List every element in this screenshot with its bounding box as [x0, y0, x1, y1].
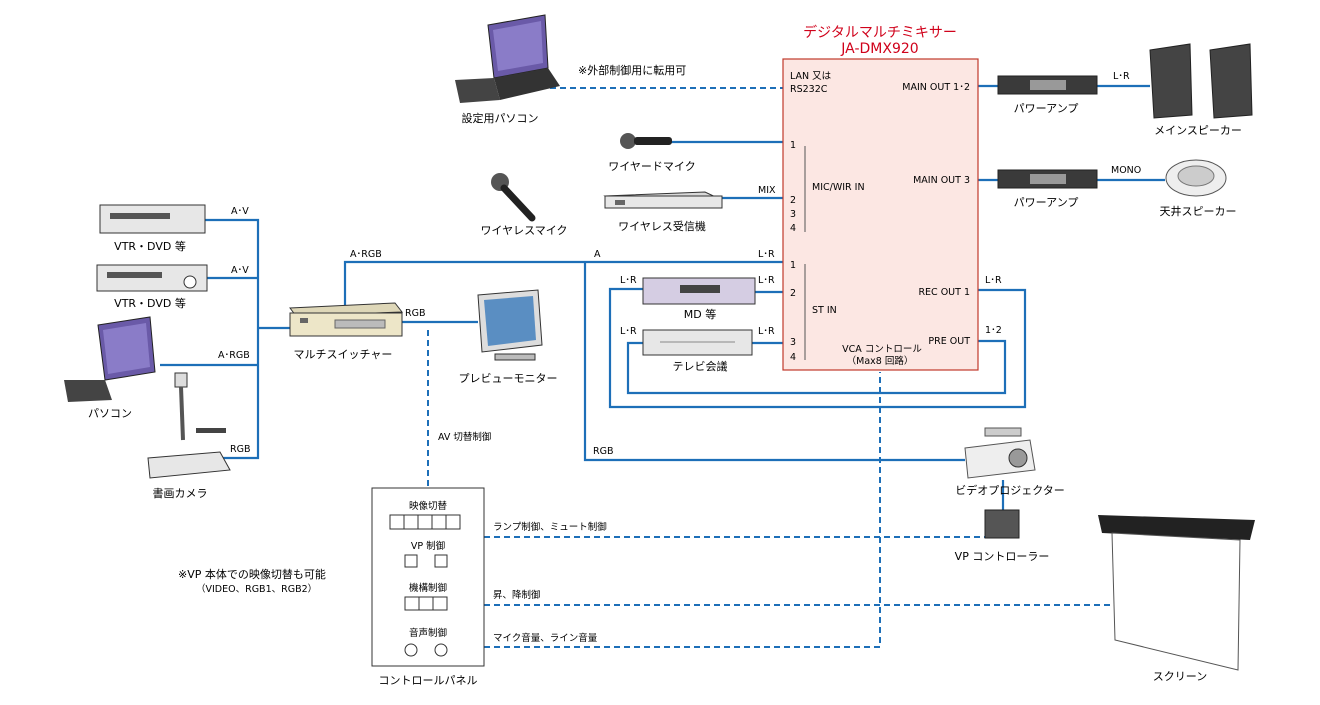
ceiling-speaker-icon: 天井スピーカー [1160, 159, 1237, 218]
st-ch3: 3 [790, 337, 796, 348]
mixer-box [782, 58, 979, 371]
mic-ch4: 4 [790, 223, 796, 234]
label-rgb-cam: RGB [230, 444, 250, 455]
label-screen: スクリーン [1153, 670, 1207, 683]
mixer-mic-in: MIC/WIR IN [812, 182, 865, 193]
label-projector: ビデオプロジェクター [955, 483, 1065, 497]
signal-wires [160, 84, 1165, 510]
mixer-main-out-3: MAIN OUT 3 [913, 175, 970, 186]
label-vp-ctrl: VP コントローラー [955, 550, 1050, 563]
mixer-lan-port-1: LAN 又は [790, 71, 832, 82]
mixer-vca-sub: （Max8 回路） [847, 355, 914, 367]
label-lr-main: L･R [1113, 71, 1130, 82]
label-lift: 昇、降制御 [493, 589, 541, 601]
label-lamp: ランプ制御、ミュート制御 [493, 521, 607, 533]
label-main-spk: メインスピーカー [1154, 124, 1242, 137]
vtr-2-icon: VTR・DVD 等 [96, 264, 208, 310]
label-control-panel: コントロールパネル [379, 674, 478, 687]
label-av-ctrl: AV 切替制御 [438, 431, 491, 443]
control-lines [427, 87, 1112, 648]
mic-ch1: 1 [790, 140, 796, 151]
label-md: MD 等 [684, 307, 716, 321]
panel-video-sw: 映像切替 [409, 500, 448, 512]
mixer-main-out-12: MAIN OUT 1･2 [902, 82, 970, 93]
mixer: デジタルマルチミキサー JA-DMX920 LAN 又は RS232C MAIN… [782, 24, 979, 371]
ext-ctrl-note: ※外部制御用に転用可 [578, 63, 686, 77]
label-a: A [594, 249, 601, 260]
vp-controller-icon: VP コントローラー [955, 509, 1050, 563]
vtr-1-icon: VTR・DVD 等 [99, 204, 206, 253]
label-pc-setup: 設定用パソコン [462, 111, 539, 125]
label-lr-tv-r: L･R [758, 326, 775, 337]
label-lr-st1: L･R [758, 249, 775, 260]
wired-mic-icon: ワイヤードマイク [608, 133, 696, 173]
mixer-st-in: ST IN [812, 305, 837, 316]
label-mix: MIX [758, 185, 776, 196]
label-doc-cam: 書画カメラ [153, 486, 208, 500]
label-argb-pc: A･RGB [218, 350, 250, 361]
tv-conference-icon: テレビ会議 [642, 329, 753, 373]
label-amp-1: パワーアンプ [1014, 102, 1079, 115]
panel-mech-ctrl: 機構制御 [409, 582, 447, 594]
label-lr-tv-l: L･R [620, 326, 637, 337]
label-pc: パソコン [88, 407, 132, 420]
control-panel: 映像切替 VP 制御 機構制御 音声制御 コントロールパネル [371, 487, 485, 687]
vp-note-sub: （VIDEO、RGB1、RGB2） [196, 583, 317, 595]
mic-ch2: 2 [790, 195, 796, 206]
wireless-mic-icon: ワイヤレスマイク [480, 173, 568, 237]
power-amp-2-icon: パワーアンプ [997, 169, 1098, 209]
mixer-model: JA-DMX920 [840, 41, 918, 57]
label-av-2: A･V [231, 265, 249, 276]
mixer-pre-out: PRE OUT [928, 336, 970, 347]
label-wireless-mic: ワイヤレスマイク [480, 224, 567, 237]
label-lr-rec: L･R [985, 275, 1002, 286]
label-lr-md-l: L･R [620, 275, 637, 286]
multi-switcher-icon: マルチスイッチャー [289, 302, 403, 361]
setup-laptop-icon: 設定用パソコン [455, 14, 560, 125]
panel-audio-ctrl: 音声制御 [409, 627, 447, 639]
panel-vp-ctrl: VP 制御 [411, 540, 445, 552]
screen-icon: スクリーン [1098, 515, 1255, 683]
st-ch1: 1 [790, 260, 796, 271]
label-volume: マイク音量、ライン音量 [493, 632, 598, 644]
preview-monitor-icon: プレビューモニター [459, 289, 558, 385]
label-lr-md-r: L･R [758, 275, 775, 286]
projector-icon: ビデオプロジェクター [955, 427, 1065, 497]
label-vtr-2: VTR・DVD 等 [114, 296, 186, 310]
st-ch2: 2 [790, 288, 796, 299]
signal-labels: ※外部制御用に転用可 MIX A･V A･V A･RGB RGB A･RGB R… [218, 63, 1141, 644]
label-switcher: マルチスイッチャー [294, 348, 393, 361]
label-preview: プレビューモニター [459, 372, 558, 385]
label-amp-2: パワーアンプ [1014, 196, 1079, 209]
mixer-title: デジタルマルチミキサー [803, 24, 957, 41]
label-wired-mic: ワイヤードマイク [608, 160, 695, 173]
vp-note: ※VP 本体での映像切替も可能 [178, 567, 326, 581]
label-mono: MONO [1111, 165, 1141, 176]
label-wireless-rx: ワイヤレス受信機 [618, 219, 706, 233]
mixer-rec-out: REC OUT 1 [918, 287, 970, 298]
pc-laptop-icon: パソコン [64, 316, 156, 420]
label-av-1: A･V [231, 206, 249, 217]
mixer-vca: VCA コントロール [842, 344, 922, 355]
st-ch4: 4 [790, 352, 796, 363]
wireless-receiver-icon: ワイヤレス受信機 [603, 191, 723, 233]
label-argb-sw: A･RGB [350, 249, 382, 260]
label-vtr-1: VTR・DVD 等 [114, 239, 186, 253]
power-amp-1-icon: パワーアンプ [997, 75, 1098, 115]
mixer-lan-port-2: RS232C [790, 84, 828, 95]
document-camera-icon: 書画カメラ [147, 372, 231, 500]
label-pre-12: 1･2 [985, 325, 1002, 336]
label-rgb-sw: RGB [405, 308, 425, 319]
mic-ch3: 3 [790, 209, 796, 220]
label-rgb-proj: RGB [593, 446, 613, 457]
label-tv-conf: テレビ会議 [673, 359, 728, 373]
main-speaker-icon: メインスピーカー [1149, 43, 1253, 137]
label-ceiling-spk: 天井スピーカー [1160, 204, 1237, 218]
md-player-icon: MD 等 [642, 277, 756, 321]
